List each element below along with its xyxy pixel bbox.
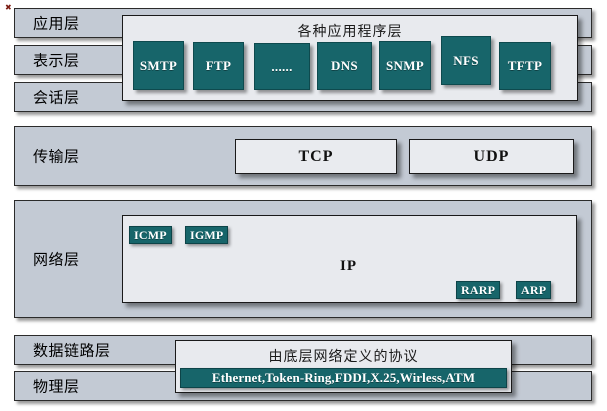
protocol-chip-label: FTP — [205, 58, 232, 73]
protocol-badge-rarp[interactable]: RARP — [456, 281, 501, 299]
layer-label-application: 应用层 — [33, 14, 80, 33]
network-ip-label: IP — [340, 258, 357, 274]
protocol-chip-ellipsis[interactable]: ...... — [254, 43, 310, 90]
protocol-chip-label: NFS — [453, 52, 479, 68]
protocol-chip-dns[interactable]: DNS — [317, 42, 372, 90]
protocol-badge-igmp[interactable]: IGMP — [185, 226, 229, 244]
protocol-chip-label: SMTP — [139, 57, 178, 73]
protocol-badge-label: IGMP — [190, 227, 224, 242]
transport-box-tcp[interactable]: TCP — [235, 139, 397, 174]
protocol-chip-ftp[interactable]: FTP — [193, 42, 244, 90]
protocol-chip-label: SNMP — [385, 57, 425, 73]
corner-artifact-icon: ✖ — [5, 3, 12, 12]
protocol-badge-label: ARP — [521, 282, 547, 297]
layer-label-datalink: 数据链路层 — [33, 341, 111, 360]
protocol-chip-nfs[interactable]: NFS — [441, 36, 491, 85]
lower-panel-title: 由底层网络定义的协议 — [268, 349, 419, 365]
transport-box-label: TCP — [298, 147, 334, 165]
protocol-badge-icmp[interactable]: ICMP — [129, 226, 172, 244]
layer-label-physical: 物理层 — [33, 377, 80, 396]
protocol-chip-snmp[interactable]: SNMP — [379, 41, 431, 90]
protocol-badge-arp[interactable]: ARP — [516, 281, 552, 299]
application-panel-title: 各种应用程序层 — [297, 24, 403, 40]
transport-box-udp[interactable]: UDP — [409, 139, 574, 174]
protocol-badge-label: RARP — [461, 282, 496, 297]
protocol-chip-label: TFTP — [507, 58, 543, 73]
lower-protocols-label: Ethernet,Token-Ring,FDDI,X.25,Wirless,AT… — [211, 370, 476, 385]
layer-label-presentation: 表示层 — [33, 51, 80, 70]
protocol-chip-tftp[interactable]: TFTP — [499, 42, 551, 90]
transport-box-label: UDP — [473, 147, 510, 165]
protocol-chip-label: DNS — [331, 58, 358, 73]
lower-protocols-strip[interactable]: Ethernet,Token-Ring,FDDI,X.25,Wirless,AT… — [180, 368, 507, 388]
protocol-chip-smtp[interactable]: SMTP — [133, 41, 184, 90]
layer-label-transport: 传输层 — [33, 147, 80, 166]
protocol-chip-label: ...... — [271, 58, 293, 74]
layer-label-session: 会话层 — [33, 88, 80, 107]
layer-label-network: 网络层 — [33, 250, 80, 269]
protocol-badge-label: ICMP — [134, 227, 167, 242]
